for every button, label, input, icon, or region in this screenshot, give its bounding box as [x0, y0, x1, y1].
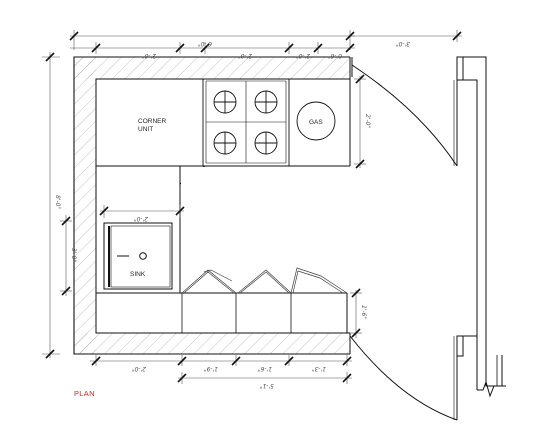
- wall-outer-line: [73, 56, 350, 355]
- wall-left: [74, 57, 96, 354]
- door-top-swing: [351, 57, 458, 167]
- wall-right-outer: [463, 56, 502, 387]
- door-bottom-swing: [349, 335, 458, 421]
- dim-top-right: 3'-0": [396, 40, 410, 47]
- doors: [349, 57, 458, 421]
- wall-top: [74, 57, 350, 79]
- sink-inner: [110, 225, 171, 288]
- dim-top-seg3: 2'-0": [296, 52, 310, 59]
- counter-mask: [181, 167, 211, 187]
- wall-right-inner: [463, 79, 478, 337]
- burner-bottom-right: [254, 131, 278, 155]
- sink: [103, 222, 173, 290]
- corner-unit-label-line2: UNIT: [138, 126, 153, 133]
- counters: [96, 79, 351, 333]
- gas-cylinder: [296, 101, 336, 141]
- dim-left-sink: 3'-0": [70, 248, 77, 262]
- drawer-chevron-2b: [239, 271, 290, 294]
- dim-top-seg2: 2'-0": [238, 52, 252, 59]
- drawer-chevron-2: [237, 269, 292, 294]
- corner-unit-label-line1: CORNER: [138, 118, 166, 125]
- dim-bottom-seg1: 2'-0": [132, 365, 146, 372]
- wall-inner-line: [95, 78, 350, 334]
- sink-drain: [139, 252, 147, 260]
- drawer-chevron-3: [290, 267, 348, 294]
- dim-top-seg1: 2'-0": [142, 52, 156, 59]
- wall-right-bottom: [456, 335, 464, 357]
- walls: [73, 56, 506, 398]
- dim-right-door-bottom: 1'-6": [360, 305, 367, 319]
- dimension-lines: [42, 30, 462, 384]
- burner-top-left: [213, 90, 237, 114]
- dim-left-total: 8'-0": [54, 195, 61, 209]
- sink-outer: [103, 222, 173, 290]
- dim-bottom-seg4: 1'-3": [312, 365, 326, 372]
- dim-sink-top: 2'-0": [134, 215, 148, 222]
- burner-bottom-left: [213, 131, 237, 155]
- dim-right-door-top: 2'-0": [364, 114, 371, 128]
- wall-bottom: [74, 333, 350, 354]
- dim-top-seg4: 0'-6": [328, 52, 342, 59]
- dimension-texts: 6'-0" 2'-0" 2'-0" 2'-0" 0'-6" 3'-0" 8'-0…: [54, 40, 410, 389]
- drawer-chevron-1c: [203, 269, 233, 282]
- break-line: [477, 380, 506, 398]
- wall-right-top: [456, 56, 464, 81]
- dim-top-total: 6'-0": [198, 40, 212, 47]
- dim-bottom-total: 5'-1": [260, 382, 274, 389]
- gas-label: GAS: [309, 119, 323, 126]
- dim-bottom-seg3: 1'-6": [258, 365, 272, 372]
- cabinet-drawer-marks: [181, 267, 348, 294]
- drawer-chevron-1: [181, 269, 237, 294]
- sink-label: SINK: [130, 271, 146, 278]
- burner-top-right: [254, 90, 278, 114]
- plan-title: PLAN: [74, 389, 95, 398]
- drawer-chevron-1b: [183, 271, 235, 294]
- dimension-ticks: [45, 31, 462, 383]
- cooktop: [202, 79, 290, 166]
- dim-bottom-seg2: 1'-9": [204, 365, 218, 372]
- drawer-chevron-3b: [292, 270, 344, 294]
